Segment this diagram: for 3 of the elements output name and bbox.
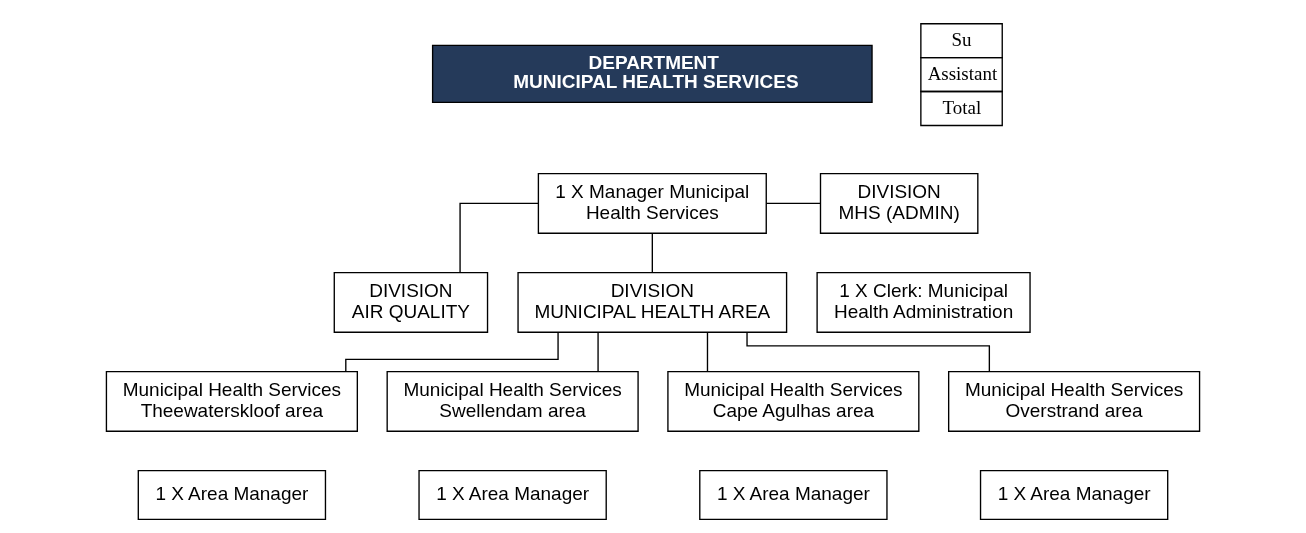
label: Su: [951, 28, 972, 50]
label: Assistant: [927, 62, 998, 84]
label: Total: [942, 96, 982, 118]
